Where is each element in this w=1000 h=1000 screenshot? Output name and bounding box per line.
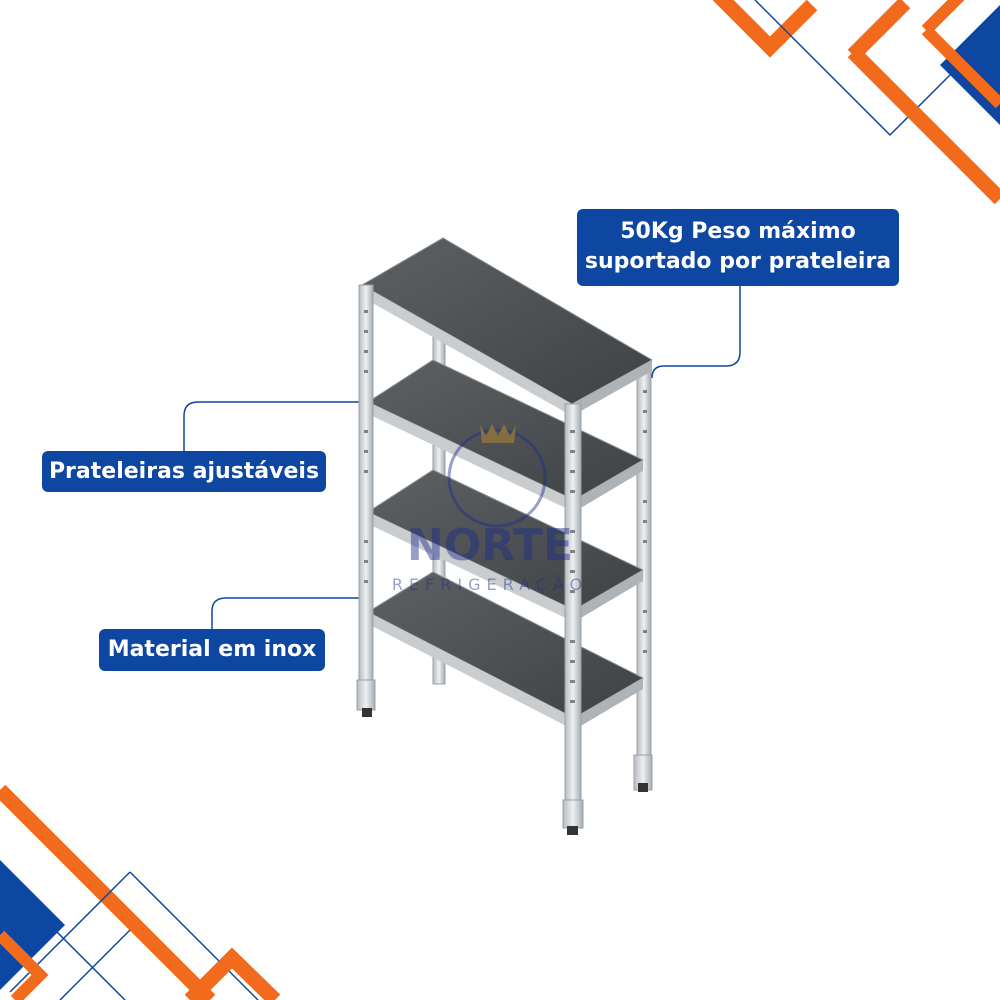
- max-weight-line-2: suportado por prateleira: [584, 249, 892, 274]
- max-weight-callout: 50Kg Peso máximo suportado por prateleir…: [577, 209, 899, 286]
- watermark-emblem: [447, 428, 547, 528]
- material-callout: Material em inox: [99, 629, 325, 671]
- crown-icon: [480, 424, 516, 443]
- watermark-brand: NORTE: [407, 520, 573, 571]
- adjustable-leader-line: [183, 401, 362, 451]
- top-right-decoration: [712, 0, 1000, 205]
- material-leader-line: [211, 597, 362, 629]
- adjustable-shelves-callout: Prateleiras ajustáveis: [42, 451, 326, 492]
- bottom-left-decoration: [0, 784, 281, 1000]
- max-weight-line-1: 50Kg Peso máximo: [620, 219, 856, 244]
- max-weight-leader-line: [651, 286, 741, 379]
- watermark-subtitle: REFRIGERAÇÃO: [392, 575, 588, 594]
- shelf: [360, 237, 654, 416]
